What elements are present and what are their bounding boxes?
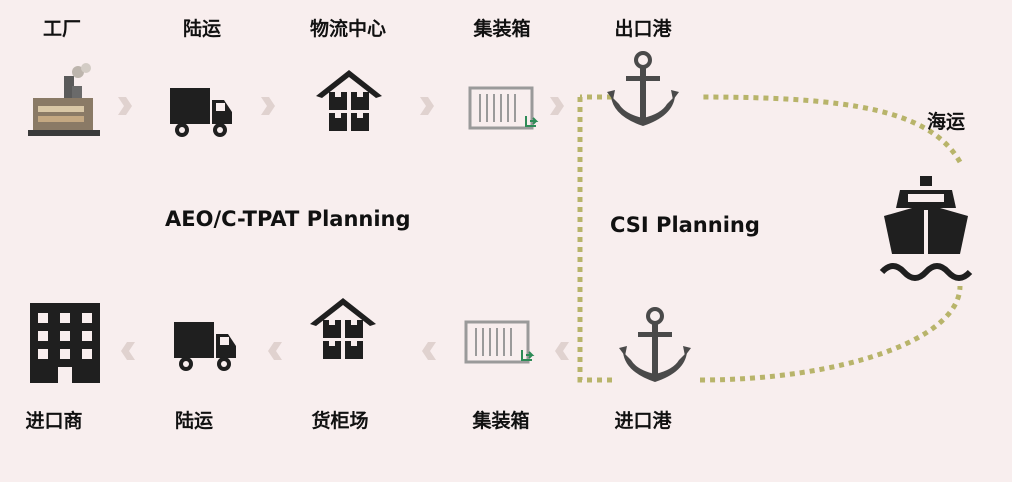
flow-arrow-icon	[118, 97, 132, 115]
label-land-transport-bottom: 陆运	[174, 410, 214, 432]
label-importer: 进口商	[25, 410, 83, 432]
label-import-port: 进口港	[614, 410, 672, 432]
csi-planning-label: CSI Planning	[610, 213, 760, 237]
warehouse-icon	[310, 298, 376, 359]
label-land-transport-top: 陆运	[182, 18, 222, 40]
flow-arrow-icon	[121, 342, 135, 360]
anchor-icon	[605, 51, 681, 128]
flow-arrow-icon	[550, 97, 564, 115]
flow-arrow-icon	[268, 342, 282, 360]
label-container-bottom: 集装箱	[472, 410, 530, 432]
truck-icon	[174, 322, 236, 371]
sea-route-dashed-line	[577, 94, 963, 383]
aeo-planning-label: AEO/C-TPAT Planning	[165, 207, 411, 231]
flow-arrow-icon	[555, 342, 569, 360]
label-container-top: 集装箱	[473, 18, 531, 40]
flow-arrow-icon	[420, 97, 434, 115]
label-sea-freight: 海运	[926, 111, 966, 133]
container-icon	[464, 320, 534, 364]
anchor-icon	[617, 307, 693, 384]
office-building-icon	[30, 303, 100, 383]
label-factory: 工厂	[42, 18, 82, 40]
truck-icon	[170, 88, 232, 137]
label-export-port: 出口港	[614, 18, 672, 40]
factory-icon	[28, 63, 100, 136]
ship-icon	[879, 176, 973, 281]
label-logistics-center: 物流中心	[309, 18, 387, 40]
flow-arrow-icon	[422, 342, 436, 360]
label-container-yard: 货柜场	[311, 410, 369, 432]
container-icon	[468, 86, 538, 130]
warehouse-icon	[316, 70, 382, 131]
flow-arrow-icon	[261, 97, 275, 115]
